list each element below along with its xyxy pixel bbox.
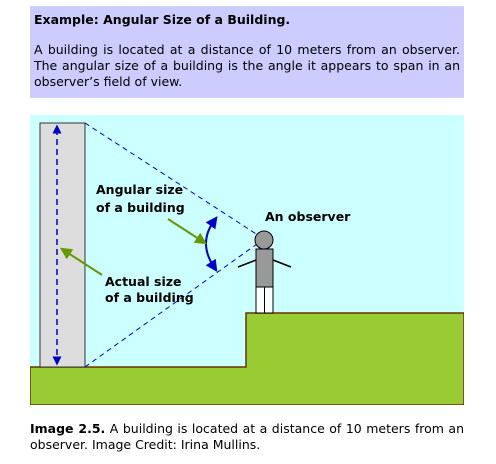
observer-figure <box>237 230 292 314</box>
building-figure: Angular size of a building Actual size o… <box>29 115 465 406</box>
angular-size-label-line2: of a building <box>96 200 185 215</box>
caption-text: A building is located at a distance of 1… <box>30 421 465 452</box>
angular-pointer-arrow <box>167 218 208 245</box>
observer-head <box>254 230 274 250</box>
example-body: A building is located at a distance of 1… <box>34 42 460 89</box>
caption-label: Image 2.5. <box>30 421 106 436</box>
figure-illustration: Angular size of a building Actual size o… <box>29 115 465 406</box>
observer-body <box>255 248 274 288</box>
sightline-bottom <box>84 238 265 368</box>
actual-size-label-line1: Actual size <box>105 274 182 289</box>
figure-caption: Image 2.5. A building is located at a di… <box>30 421 464 453</box>
observer-arm-left <box>237 259 257 268</box>
observer-label: An observer <box>265 209 351 224</box>
observer-arm-right <box>272 259 292 268</box>
building <box>39 122 86 368</box>
actual-pointer-arrow <box>59 247 103 276</box>
angular-size-label-line1: Angular size <box>96 182 183 197</box>
actual-size-label-line2: of a building <box>105 290 194 305</box>
example-title: Example: Angular Size of a Building. <box>34 12 291 27</box>
example-box: Example: Angular Size of a Building. A b… <box>30 6 464 98</box>
